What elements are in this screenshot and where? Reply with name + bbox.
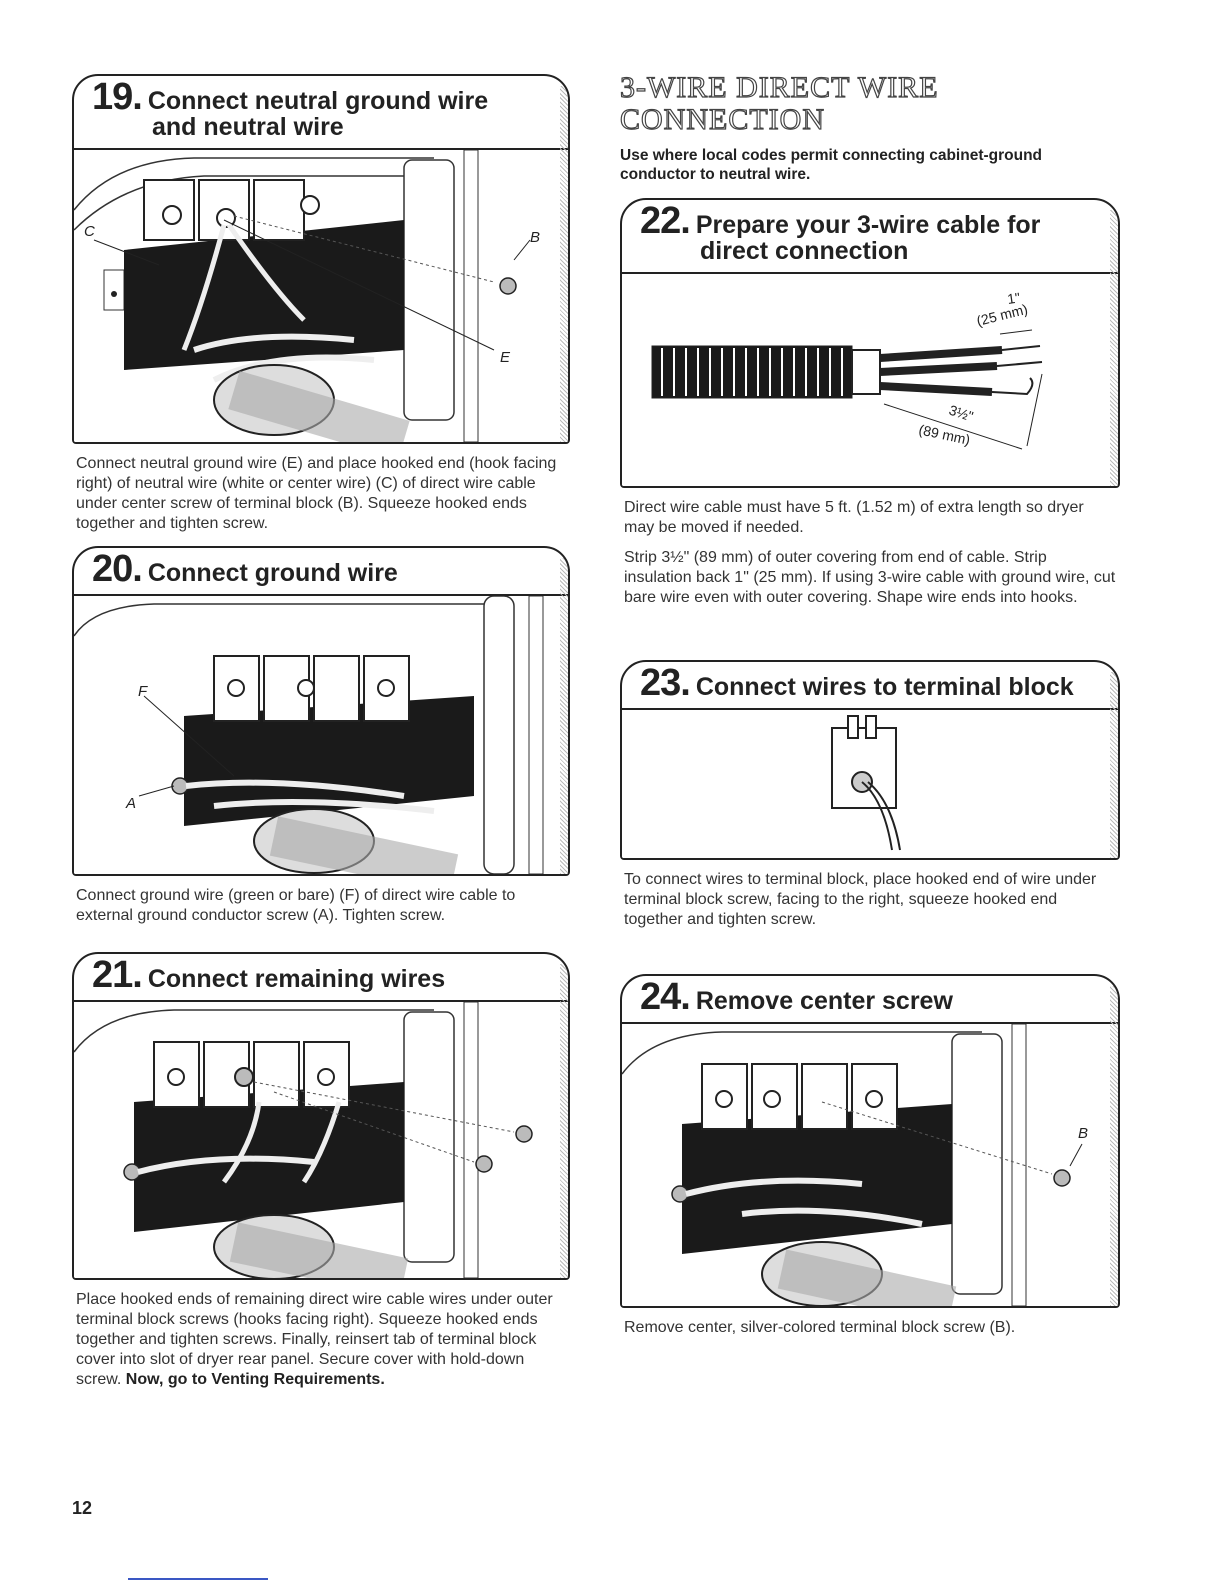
step-19: 19.Connect neutral ground wire and neutr…: [72, 74, 570, 534]
step-20: 20.Connect ground wire: [72, 546, 570, 926]
step-24-number: 24.: [640, 976, 691, 1018]
step-21-heading: 21.Connect remaining wires: [74, 954, 568, 1002]
label-f: F: [138, 683, 148, 700]
step-24-heading: 24.Remove center screw: [622, 976, 1118, 1024]
step-24-title-line1: Remove center screw: [695, 987, 953, 1015]
step-20-text: Connect ground wire (green or bare) (F) …: [76, 887, 516, 924]
step-22-text-2: Strip 3½" (89 mm) of outer covering from…: [624, 549, 1116, 606]
step-20-number: 20.: [92, 548, 143, 590]
step-22-illustration: 1" (25 mm) 3½" (89 mm): [622, 274, 1118, 486]
step-24-text: Remove center, silver-colored terminal b…: [624, 1319, 1016, 1336]
step-23-illustration: [622, 710, 1118, 858]
step-23: 23.Connect wires to terminal block To co…: [620, 660, 1120, 930]
step-22-title-line1: Prepare your 3-wire cable for: [695, 211, 1041, 239]
label-e: E: [500, 349, 511, 366]
step-22-card: 22.Prepare your 3-wire cable for direct …: [620, 198, 1120, 488]
step-23-number: 23.: [640, 662, 691, 704]
step-23-title-line1: Connect wires to terminal block: [695, 673, 1074, 701]
step-21-text-body: Place hooked ends of remaining direct wi…: [76, 1291, 553, 1388]
step-22-number: 22.: [640, 200, 691, 242]
dim-1-inch: 1": [1006, 289, 1021, 307]
step-21-text: Place hooked ends of remaining direct wi…: [76, 1290, 566, 1390]
section-description: Use where local codes permit connecting …: [620, 147, 1043, 183]
step-21-text-bold: Now, go to Venting Requirements.: [125, 1371, 385, 1388]
terminal-screw-diagram: [622, 710, 1118, 858]
step-22-text-1: Direct wire cable must have 5 ft. (1.52 …: [624, 499, 1084, 536]
step-21-number: 21.: [92, 954, 143, 996]
step-20-card: 20.Connect ground wire: [72, 546, 570, 876]
terminal-block-diagram: C B E: [74, 150, 568, 442]
cable-strip-diagram: 1" (25 mm) 3½" (89 mm): [622, 274, 1118, 486]
center-screw-diagram: B: [622, 1024, 1118, 1306]
section-title-line2: CONNECTION: [619, 103, 825, 136]
label-b: B: [530, 229, 540, 246]
step-20-heading: 20.Connect ground wire: [74, 548, 568, 596]
step-21-illustration: [74, 1002, 568, 1278]
remaining-wires-diagram: [74, 1002, 568, 1278]
step-19-heading: 19.Connect neutral ground wire and neutr…: [74, 76, 568, 150]
step-19-illustration: C B E: [74, 150, 568, 442]
section-title-line1: 3-WIRE DIRECT WIRE: [619, 71, 939, 104]
step-24-card: 24.Remove center screw: [620, 974, 1120, 1308]
footer-rule: [128, 1578, 268, 1580]
step-21-title-line1: Connect remaining wires: [147, 965, 446, 993]
step-22-title-line2: direct connection: [700, 237, 909, 265]
page-number: 12: [72, 1498, 93, 1518]
ground-wire-diagram: F A: [74, 596, 568, 874]
step-19-number: 19.: [92, 76, 143, 118]
step-19-title-line1: Connect neutral ground wire: [147, 87, 489, 115]
step-20-illustration: F A: [74, 596, 568, 874]
step-23-text: To connect wires to terminal block, plac…: [624, 871, 1097, 928]
step-24-illustration: B: [622, 1024, 1118, 1306]
section-title: 3-WIRE DIRECT WIRE CONNECTION: [619, 71, 939, 136]
step-22-heading: 22.Prepare your 3-wire cable for direct …: [622, 200, 1118, 274]
step-19-text: Connect neutral ground wire (E) and plac…: [76, 455, 557, 532]
label-c: C: [84, 223, 95, 240]
step-23-heading: 23.Connect wires to terminal block: [622, 662, 1118, 710]
step-20-title-line1: Connect ground wire: [147, 559, 398, 587]
dim-2-inch: 3½": [947, 402, 975, 425]
step-19-title-line2: and neutral wire: [152, 113, 344, 141]
step-22: 22.Prepare your 3-wire cable for direct …: [620, 198, 1120, 608]
step-24: 24.Remove center screw: [620, 974, 1120, 1338]
step-23-card: 23.Connect wires to terminal block: [620, 660, 1120, 860]
label-b: B: [1078, 1125, 1088, 1142]
step-19-card: 19.Connect neutral ground wire and neutr…: [72, 74, 570, 444]
label-a: A: [125, 795, 136, 812]
step-21-card: 21.Connect remaining wires: [72, 952, 570, 1280]
step-21: 21.Connect remaining wires: [72, 952, 570, 1390]
